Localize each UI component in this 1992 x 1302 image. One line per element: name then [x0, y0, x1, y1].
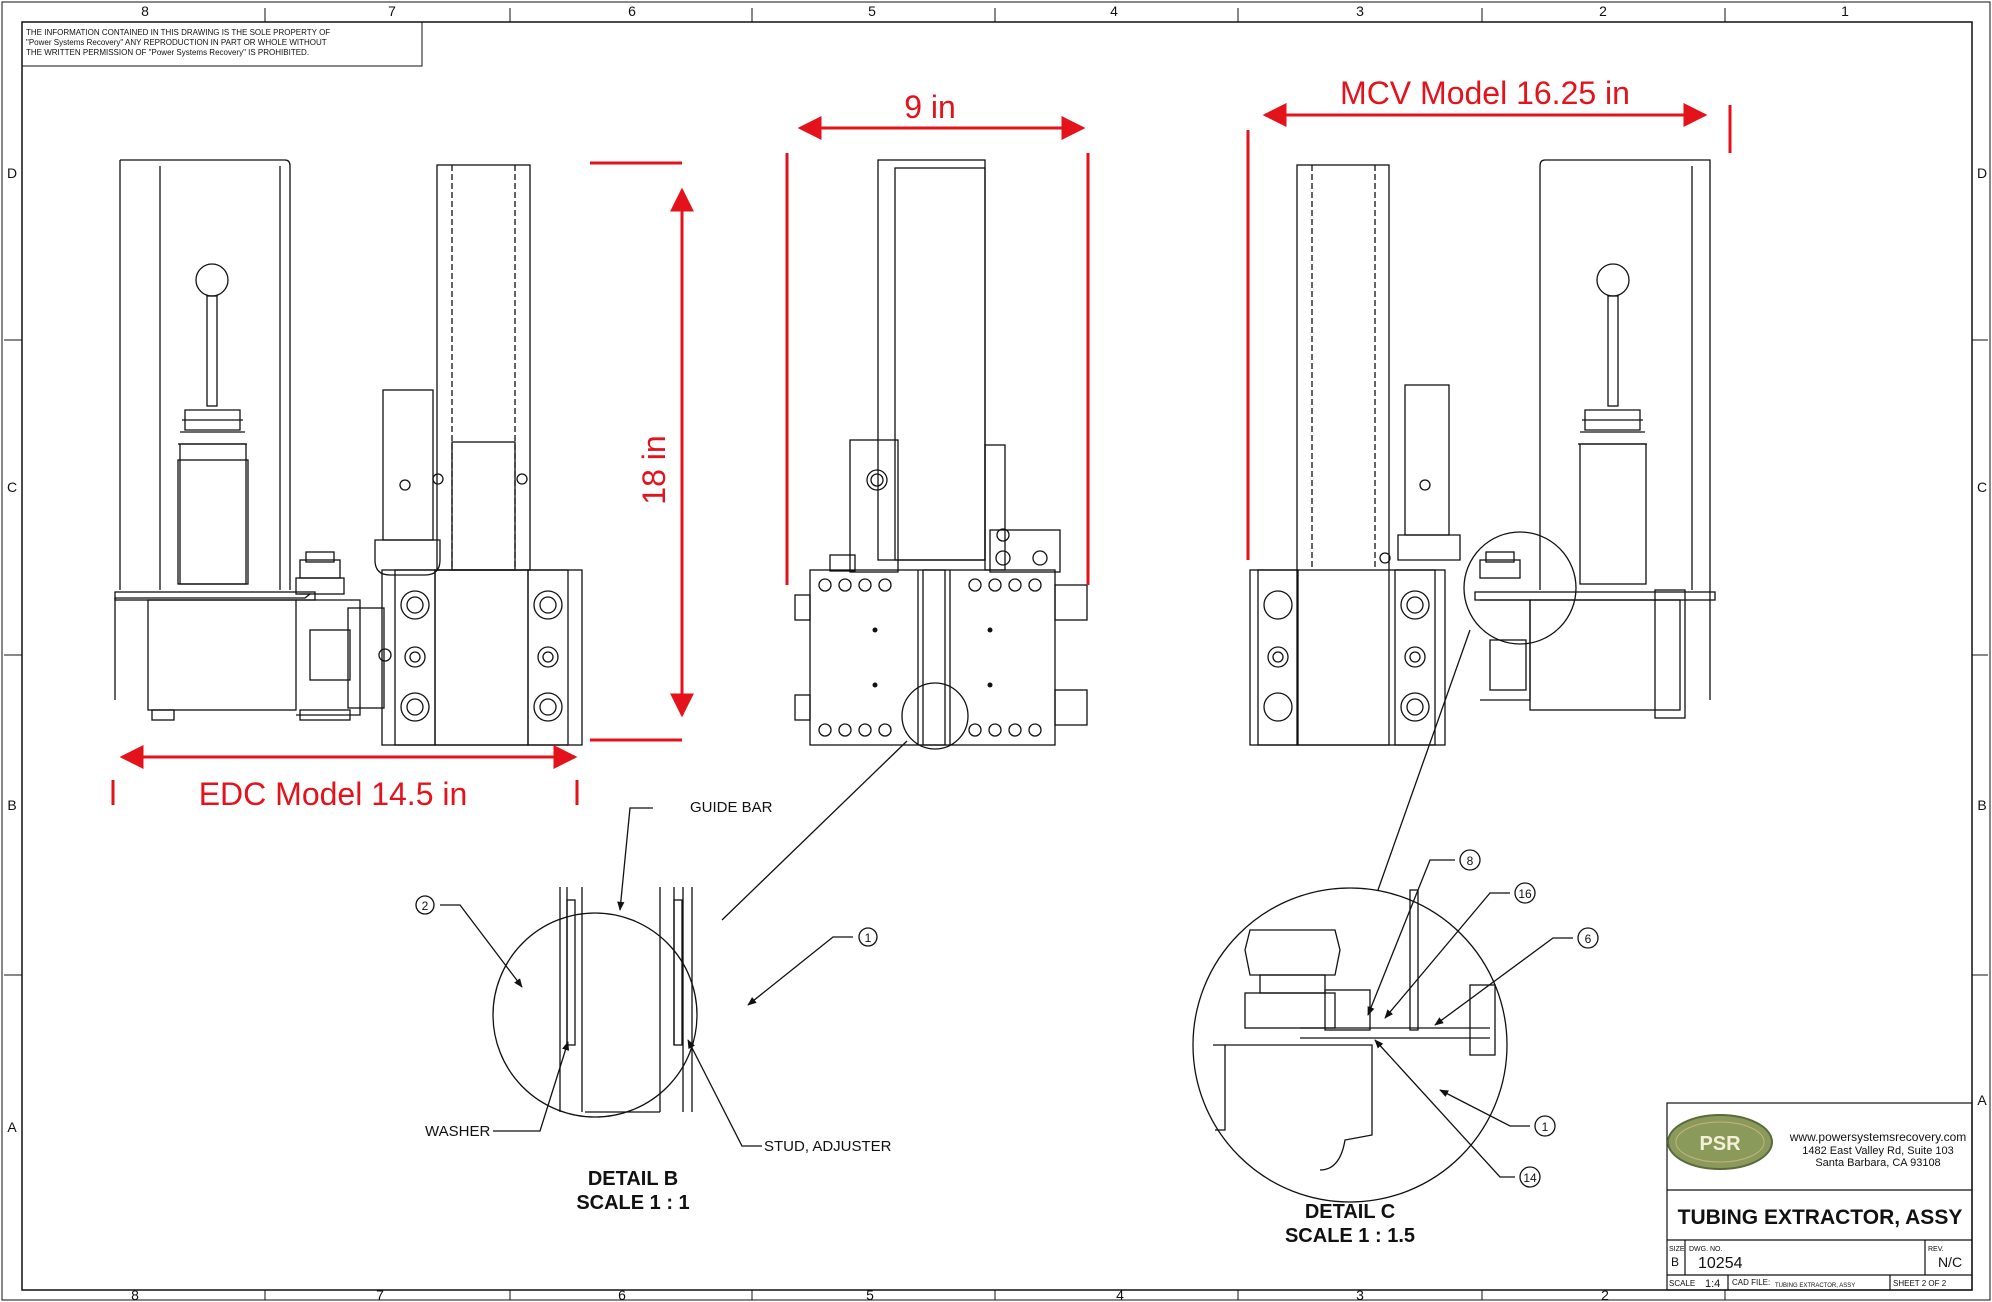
dimension-labels: 9 in 18 in EDC Model 14.5 in MCV Model 1…: [199, 75, 1630, 812]
company-website: www.powersystemsrecovery.com: [1789, 1130, 1966, 1144]
zone-label-top: 5: [868, 3, 876, 19]
zone-label-side: D: [7, 165, 17, 181]
right-view-mcv: [1249, 159, 1716, 746]
dimension-label-18in: 18 in: [636, 435, 672, 504]
svg-text:THE WRITTEN PERMISSION OF "Pow: THE WRITTEN PERMISSION OF "Power Systems…: [26, 48, 309, 57]
zone-label-side: A: [1977, 1092, 1987, 1108]
scale-label: SCALE: [1669, 1279, 1695, 1288]
dimension-label-edc: EDC Model 14.5 in: [199, 776, 468, 812]
center-view: [794, 159, 1088, 750]
dimension-label-mcv: MCV Model 16.25 in: [1340, 75, 1630, 111]
callout-stud-adjuster: STUD, ADJUSTER: [764, 1138, 892, 1155]
zone-ticks: [4, 8, 1988, 1300]
svg-text:PSR: PSR: [1699, 1133, 1741, 1155]
sheet-number: SHEET 2 OF 2: [1893, 1279, 1947, 1288]
zone-label-side: B: [1977, 797, 1986, 813]
detail-b-labels: GUIDE BAR WASHER STUD, ADJUSTER 2 1 DETA…: [422, 799, 892, 1214]
zone-label-side: C: [1977, 479, 1987, 495]
dimension-lines: [111, 103, 1732, 805]
dwg-label: DWG. NO.: [1689, 1246, 1722, 1253]
zone-label-top: 2: [1599, 3, 1607, 19]
scale-value: 1:4: [1705, 1278, 1720, 1290]
zone-label-top: 6: [628, 3, 636, 19]
zone-label-bottom: 2: [1601, 1287, 1609, 1302]
dwg-number: 10254: [1698, 1255, 1743, 1272]
zone-label-top: 3: [1356, 3, 1364, 19]
detail-c-labels: 8 16 6 1 14 DETAIL C SCALE 1 : 1.5: [1285, 854, 1592, 1247]
cad-file: TUBING EXTRACTOR, ASSY: [1775, 1283, 1855, 1289]
zone-label-bottom: 4: [1116, 1287, 1124, 1302]
zone-label-side: B: [7, 797, 16, 813]
detail-c-scale: SCALE 1 : 1.5: [1285, 1225, 1415, 1247]
balloon-14: 14: [1523, 1171, 1537, 1185]
proprietary-notice: THE INFORMATION CONTAINED IN THIS DRAWIN…: [21, 21, 423, 67]
balloon-1: 1: [865, 931, 872, 945]
detail-c-title: DETAIL C: [1305, 1201, 1395, 1223]
svg-text:THE INFORMATION CONTAINED IN T: THE INFORMATION CONTAINED IN THIS DRAWIN…: [26, 28, 330, 37]
zone-label-side: C: [7, 479, 17, 495]
zone-label-side: A: [7, 1119, 17, 1135]
company-address-1: 1482 East Valley Rd, Suite 103: [1802, 1145, 1953, 1157]
company-address-2: Santa Barbara, CA 93108: [1815, 1157, 1940, 1169]
size-value: B: [1671, 1255, 1679, 1269]
size-label: SIZE: [1669, 1246, 1685, 1253]
title-block-text: www.powersystemsrecovery.com 1482 East V…: [1669, 1130, 1966, 1290]
drawing-title: TUBING EXTRACTOR, ASSY: [1678, 1206, 1963, 1229]
psr-logo: PSR: [1667, 1114, 1773, 1170]
zone-label-top: 7: [388, 3, 396, 19]
zone-label-bottom: 6: [618, 1287, 626, 1302]
detail-b-title: DETAIL B: [588, 1168, 678, 1190]
zone-label-bottom: 5: [866, 1287, 874, 1302]
zone-label-bottom: 7: [376, 1287, 384, 1302]
svg-text:"Power Systems Recovery" ANY R: "Power Systems Recovery" ANY REPRODUCTIO…: [26, 38, 327, 47]
balloon-16: 16: [1518, 887, 1532, 901]
dimension-label-9in: 9 in: [904, 89, 956, 125]
callout-washer: WASHER: [425, 1123, 490, 1140]
detail-b-scale: SCALE 1 : 1: [576, 1192, 689, 1214]
detail-b: [415, 740, 908, 1147]
rev-label: REV.: [1928, 1246, 1944, 1253]
balloon-8: 8: [1467, 854, 1474, 868]
balloon-6: 6: [1585, 932, 1592, 946]
title-block: [1666, 1102, 1973, 1291]
cad-label: CAD FILE:: [1732, 1278, 1770, 1287]
rev-value: N/C: [1938, 1254, 1962, 1270]
left-view-edc: [114, 159, 583, 746]
callout-guide-bar: GUIDE BAR: [690, 799, 773, 816]
balloon-2: 2: [422, 899, 429, 913]
zone-label-top: 4: [1110, 3, 1118, 19]
detail-c: [1192, 629, 1599, 1203]
zone-label-top: 8: [141, 3, 149, 19]
balloon-1: 1: [1542, 1120, 1549, 1134]
zone-label-bottom: 8: [131, 1287, 139, 1302]
zone-label-top: 1: [1841, 3, 1849, 19]
zone-label-side: D: [1977, 165, 1987, 181]
zone-label-bottom: 3: [1356, 1287, 1364, 1302]
